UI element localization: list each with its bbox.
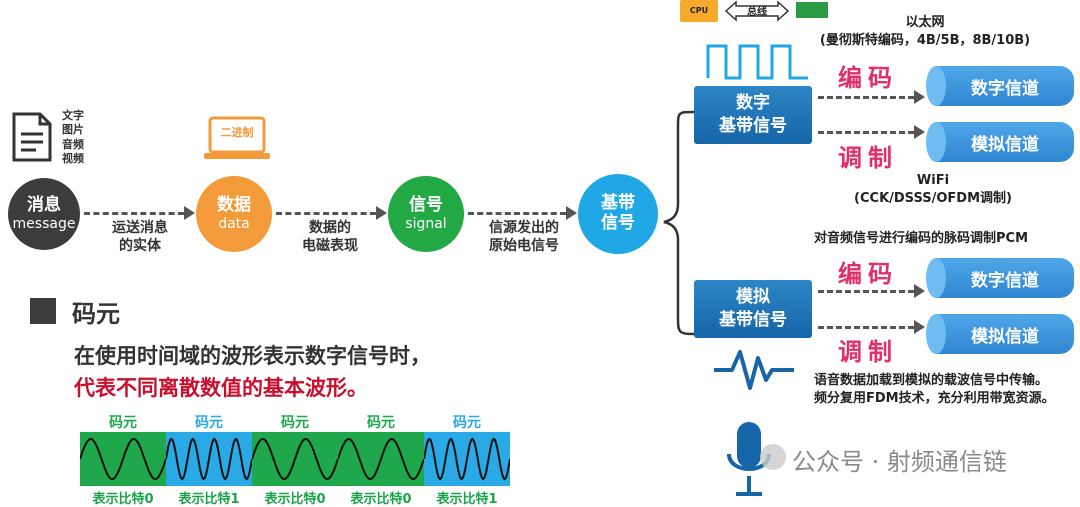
media-type-list: 文字 图片 音频 视频 <box>62 109 84 166</box>
arrow-label-2: 数据的 电磁表现 <box>290 220 370 255</box>
encode-label-top: 编码 <box>838 64 898 92</box>
modulate-label-top: 调制 <box>838 144 898 172</box>
symbol-waveform <box>251 432 339 486</box>
arrow-label-2-line2: 电磁表现 <box>302 237 358 254</box>
cpu-label: CPU <box>689 6 709 15</box>
symbol-label: 码元 <box>367 415 395 431</box>
laptop-icon: 二进制 <box>202 116 272 162</box>
digital-channel-top: 数字信道 <box>926 66 1076 106</box>
digital-channel-top-label: 数字信道 <box>971 78 1039 99</box>
wifi-note: WiFi (CCK/DSSS/OFDM调制) <box>838 172 1028 208</box>
arrow-label-3-line1: 信源发出的 <box>489 220 559 236</box>
arrow-label-3: 信源发出的 原始电信号 <box>474 220 574 255</box>
node-data-line1: 数据 <box>217 195 251 216</box>
wifi-detail: (CCK/DSSS/OFDM调制) <box>854 191 1012 207</box>
square-wave-icon <box>706 40 810 82</box>
node-baseband-line2: 信号 <box>601 213 635 233</box>
node-baseband-line1: 基带 <box>601 193 635 214</box>
symbol-label: 码元 <box>281 415 309 431</box>
analog-channel-bottom: 模拟信道 <box>926 314 1076 354</box>
document-icon <box>12 112 52 162</box>
section-desc-line2: 代表不同离散数值的基本波形。 <box>74 376 368 400</box>
symbol-label: 码元 <box>195 415 223 431</box>
fdm-line1: 语音数据加载到模拟的载波信号中传输。 <box>814 373 1049 388</box>
bus-arrow: 总线 <box>724 0 790 22</box>
cpu-icon: CPU <box>680 0 718 22</box>
media-type-image: 图片 <box>62 123 84 137</box>
digital-box-line1: 数字 <box>736 93 770 114</box>
node-message: 消息 message <box>8 178 80 250</box>
wifi-title: WiFi <box>916 173 950 188</box>
pcm-note: 对音频信号进行编码的脉码调制PCM <box>814 231 1029 246</box>
arrow-label-2-line1: 数据的 <box>309 220 351 236</box>
ethernet-detail: (曼彻斯特编码，4B/5B，8B/10B) <box>819 33 1031 49</box>
bit-label: 表示比特0 <box>264 492 326 507</box>
analog-box-line1: 模拟 <box>736 287 770 308</box>
brace-connector <box>662 108 696 338</box>
node-data: 数据 data <box>196 176 272 252</box>
bit-label: 表示比特1 <box>436 492 498 507</box>
fdm-note: 语音数据加载到模拟的载波信号中传输。 频分复用FDM技术，充分利用带宽资源。 <box>814 372 1080 408</box>
media-type-video: 视频 <box>62 151 84 165</box>
node-baseband: 基带 信号 <box>578 174 658 254</box>
section-marker <box>30 298 56 324</box>
analog-channel-top-label: 模拟信道 <box>971 134 1039 155</box>
arrow-label-1: 运送消息 的实体 <box>100 220 180 255</box>
bit-label: 表示比特0 <box>350 492 412 507</box>
arrow-label-3-line2: 原始电信号 <box>489 237 559 254</box>
binary-label: 二进制 <box>220 126 254 139</box>
node-message-line2: message <box>12 215 76 232</box>
section-title: 码元 <box>72 300 120 328</box>
encode-label-bottom: 编码 <box>838 260 898 288</box>
wechat-icon <box>760 444 786 470</box>
ethernet-note: 以太网 (曼彻斯特编码，4B/5B，8B/10B) <box>800 14 1050 50</box>
digital-channel-bottom-label: 数字信道 <box>971 270 1039 291</box>
digital-box-line2: 基带信号 <box>719 116 787 136</box>
fdm-line2: 频分复用FDM技术，充分利用带宽资源。 <box>814 391 1055 407</box>
analog-baseband-box: 模拟 基带信号 <box>694 280 812 338</box>
node-signal-line1: 信号 <box>409 195 443 216</box>
analog-channel-bottom-label: 模拟信道 <box>971 326 1039 347</box>
bit-label: 表示比特1 <box>178 492 240 507</box>
analog-box-line2: 基带信号 <box>719 310 787 330</box>
analog-wave-icon <box>712 346 796 392</box>
media-type-text: 文字 <box>62 109 84 122</box>
bit-label: 表示比特0 <box>92 492 154 507</box>
symbol-waveform <box>79 432 167 486</box>
symbol-waveform <box>165 432 253 486</box>
memory-icon <box>796 2 828 18</box>
node-signal: 信号 signal <box>388 176 464 252</box>
bus-label: 总线 <box>747 7 767 18</box>
arrow-label-1-line1: 运送消息 <box>112 220 168 236</box>
watermark-text: 公众号 · 射频通信链 <box>792 448 1007 476</box>
ethernet-title: 以太网 <box>905 15 945 30</box>
symbol-waveform <box>337 432 425 486</box>
digital-channel-bottom: 数字信道 <box>926 258 1076 298</box>
analog-channel-top: 模拟信道 <box>926 122 1076 162</box>
arrow-label-1-line2: 的实体 <box>119 237 161 254</box>
symbol-waveform <box>423 432 511 486</box>
section-desc-line1: 在使用时间域的波形表示数字信号时， <box>74 344 431 368</box>
node-message-line1: 消息 <box>27 195 61 216</box>
symbol-label: 码元 <box>109 415 137 431</box>
digital-baseband-box: 数字 基带信号 <box>694 86 812 144</box>
node-data-line2: data <box>218 215 250 232</box>
node-signal-line2: signal <box>405 215 447 232</box>
media-type-audio: 音频 <box>62 137 84 151</box>
symbol-label: 码元 <box>453 415 481 431</box>
modulate-label-bottom: 调制 <box>838 338 898 366</box>
